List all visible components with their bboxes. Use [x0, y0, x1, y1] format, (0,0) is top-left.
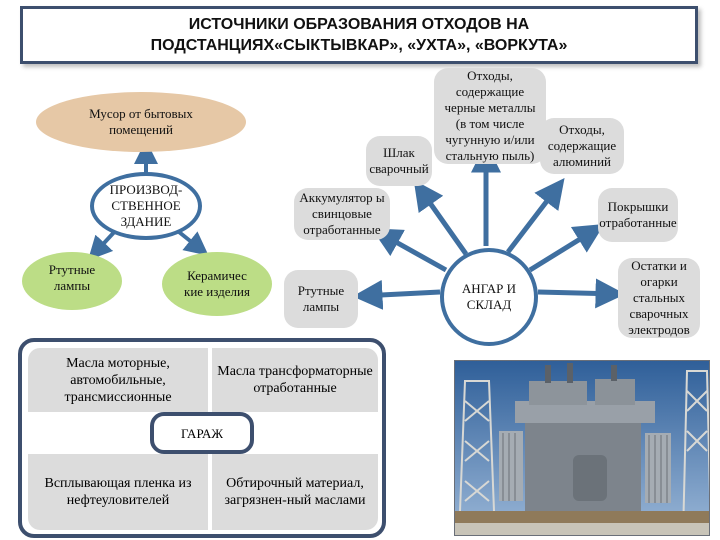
- hangar-circle: АНГАР И СКЛАД: [440, 248, 538, 346]
- ceramics-label: Керамичес кие изделия: [184, 268, 250, 299]
- tires-label: Покрышки отработанные: [599, 199, 677, 230]
- aluminium-label: Отходы, содержащие алюминий: [547, 122, 617, 169]
- slag-label: Шлак сварочный: [369, 145, 429, 176]
- film-cell: Всплывающая пленка из нефтеуловителей: [28, 454, 208, 530]
- lamps-ellipse: Ртутные лампы: [22, 252, 122, 310]
- electrodes-box: Остатки и огарки стальных сварочных элек…: [618, 258, 700, 338]
- aluminium-box: Отходы, содержащие алюминий: [540, 118, 624, 174]
- arrow-to-aluminium: [506, 178, 565, 254]
- ceramics-ellipse: Керамичес кие изделия: [162, 252, 272, 316]
- batteries-box: Аккумулятор ы свинцовые отработанные: [294, 188, 390, 240]
- hangar-lamps-label: Ртутные лампы: [297, 283, 345, 314]
- oils-transformer-cell: Масла трансформаторные отработанные: [212, 348, 378, 412]
- slag-box: Шлак сварочный: [366, 136, 432, 186]
- electrodes-label: Остатки и огарки стальных сварочных элек…: [628, 258, 690, 337]
- oils-motor-label: Масла моторные, автомобильные, трансмисс…: [64, 355, 172, 405]
- trash-label: Мусор от бытовых помещений: [89, 106, 193, 137]
- tires-box: Покрышки отработанные: [598, 188, 678, 242]
- arrow-to-electrodes: [537, 278, 626, 309]
- arrow-to-lamps-hangar: [352, 279, 441, 310]
- building-label: ПРОИЗВОД-СТВЕННОЕ ЗДАНИЕ: [109, 182, 183, 229]
- lamps-label: Ртутные лампы: [48, 262, 96, 293]
- garage-label-box: ГАРАЖ: [150, 412, 254, 454]
- ferrous-label: Отходы, содержащие черные металлы (в том…: [444, 68, 536, 163]
- rags-label: Обтирочный материал, загрязнен-ный масла…: [224, 476, 366, 508]
- building-circle: ПРОИЗВОД-СТВЕННОЕ ЗДАНИЕ: [90, 172, 202, 240]
- hangar-label: АНГАР И СКЛАД: [461, 281, 517, 312]
- title-line-2: ПОДСТАНЦИЯХ«СЫКТЫВКАР», «УХТА», «ВОРКУТА…: [150, 37, 568, 54]
- batteries-label: Аккумулятор ы свинцовые отработанные: [299, 190, 385, 237]
- substation-photo: [454, 360, 710, 536]
- oils-transformer-label: Масла трансформаторные отработанные: [217, 364, 373, 396]
- title-line-1: ИСТОЧНИКИ ОБРАЗОВАНИЯ ОТХОДОВ НА: [188, 16, 530, 33]
- trash-ellipse: Мусор от бытовых помещений: [36, 92, 246, 152]
- garage-frame: Масла моторные, автомобильные, трансмисс…: [18, 338, 386, 538]
- hangar-lamps-box: Ртутные лампы: [284, 270, 358, 328]
- arrow-to-batteries: [371, 228, 448, 273]
- film-label: Всплывающая пленка из нефтеуловителей: [44, 476, 192, 508]
- arrow-to-tires: [528, 224, 605, 273]
- garage-label: ГАРАЖ: [180, 425, 224, 441]
- arrow-to-slag: [413, 179, 469, 256]
- page-title: ИСТОЧНИКИ ОБРАЗОВАНИЯ ОТХОДОВ НА ПОДСТАН…: [20, 6, 698, 64]
- rags-cell: Обтирочный материал, загрязнен-ный масла…: [212, 454, 378, 530]
- oils-motor-cell: Масла моторные, автомобильные, трансмисс…: [28, 348, 208, 412]
- ferrous-box: Отходы, содержащие черные металлы (в том…: [434, 68, 546, 164]
